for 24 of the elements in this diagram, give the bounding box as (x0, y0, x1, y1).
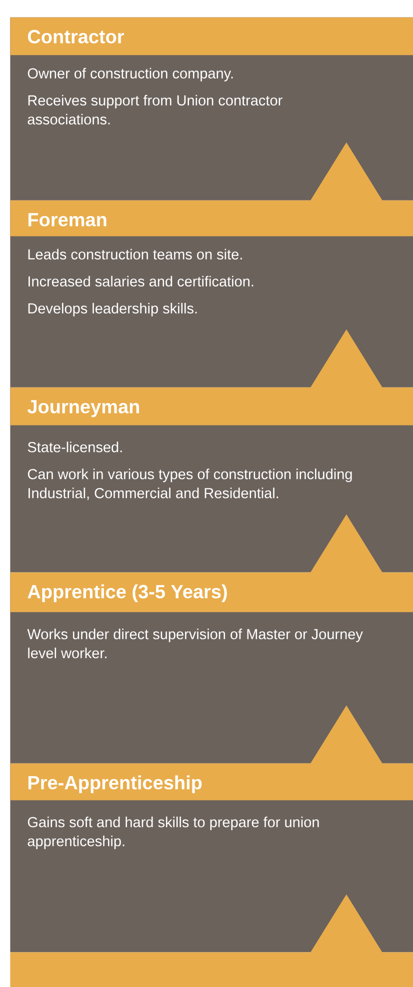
description-text: Receives support from Union contractor associations. (28, 94, 282, 125)
tier-heading: Apprentice (3-5 Years) (28, 584, 227, 602)
up-arrow (310, 514, 382, 572)
description-text: Increased salaries and certification. (28, 276, 254, 287)
description-text: Gains soft and hard skills to prepare for union apprenticeship. (28, 816, 319, 850)
tier-box (10, 572, 413, 764)
tier-box (10, 17, 413, 200)
up-arrow (310, 142, 382, 200)
up-arrow (310, 329, 382, 388)
tier-heading: Pre-Apprenticeship (28, 775, 202, 794)
up-arrow (310, 705, 382, 764)
tier-heading: Foreman (28, 213, 106, 226)
tier-box (10, 200, 413, 388)
description-text: Owner of construction company. (28, 68, 233, 82)
description-text: Works under direct supervision of Master or Journey level worker. (27, 628, 363, 658)
description-text: State-licensed. (28, 442, 122, 452)
tier-box (10, 763, 413, 952)
description-text: Develops leadership skills. (28, 302, 197, 316)
tier-heading: Journeyman (27, 400, 139, 418)
tier-box (10, 387, 413, 572)
up-arrow (310, 894, 382, 952)
description-text: Can work in various types of construction including Industrial, Commercial and Residential. (28, 468, 352, 500)
tier-heading: Contractor (28, 30, 124, 44)
description-text: Leads construction teams on site. (28, 248, 242, 260)
